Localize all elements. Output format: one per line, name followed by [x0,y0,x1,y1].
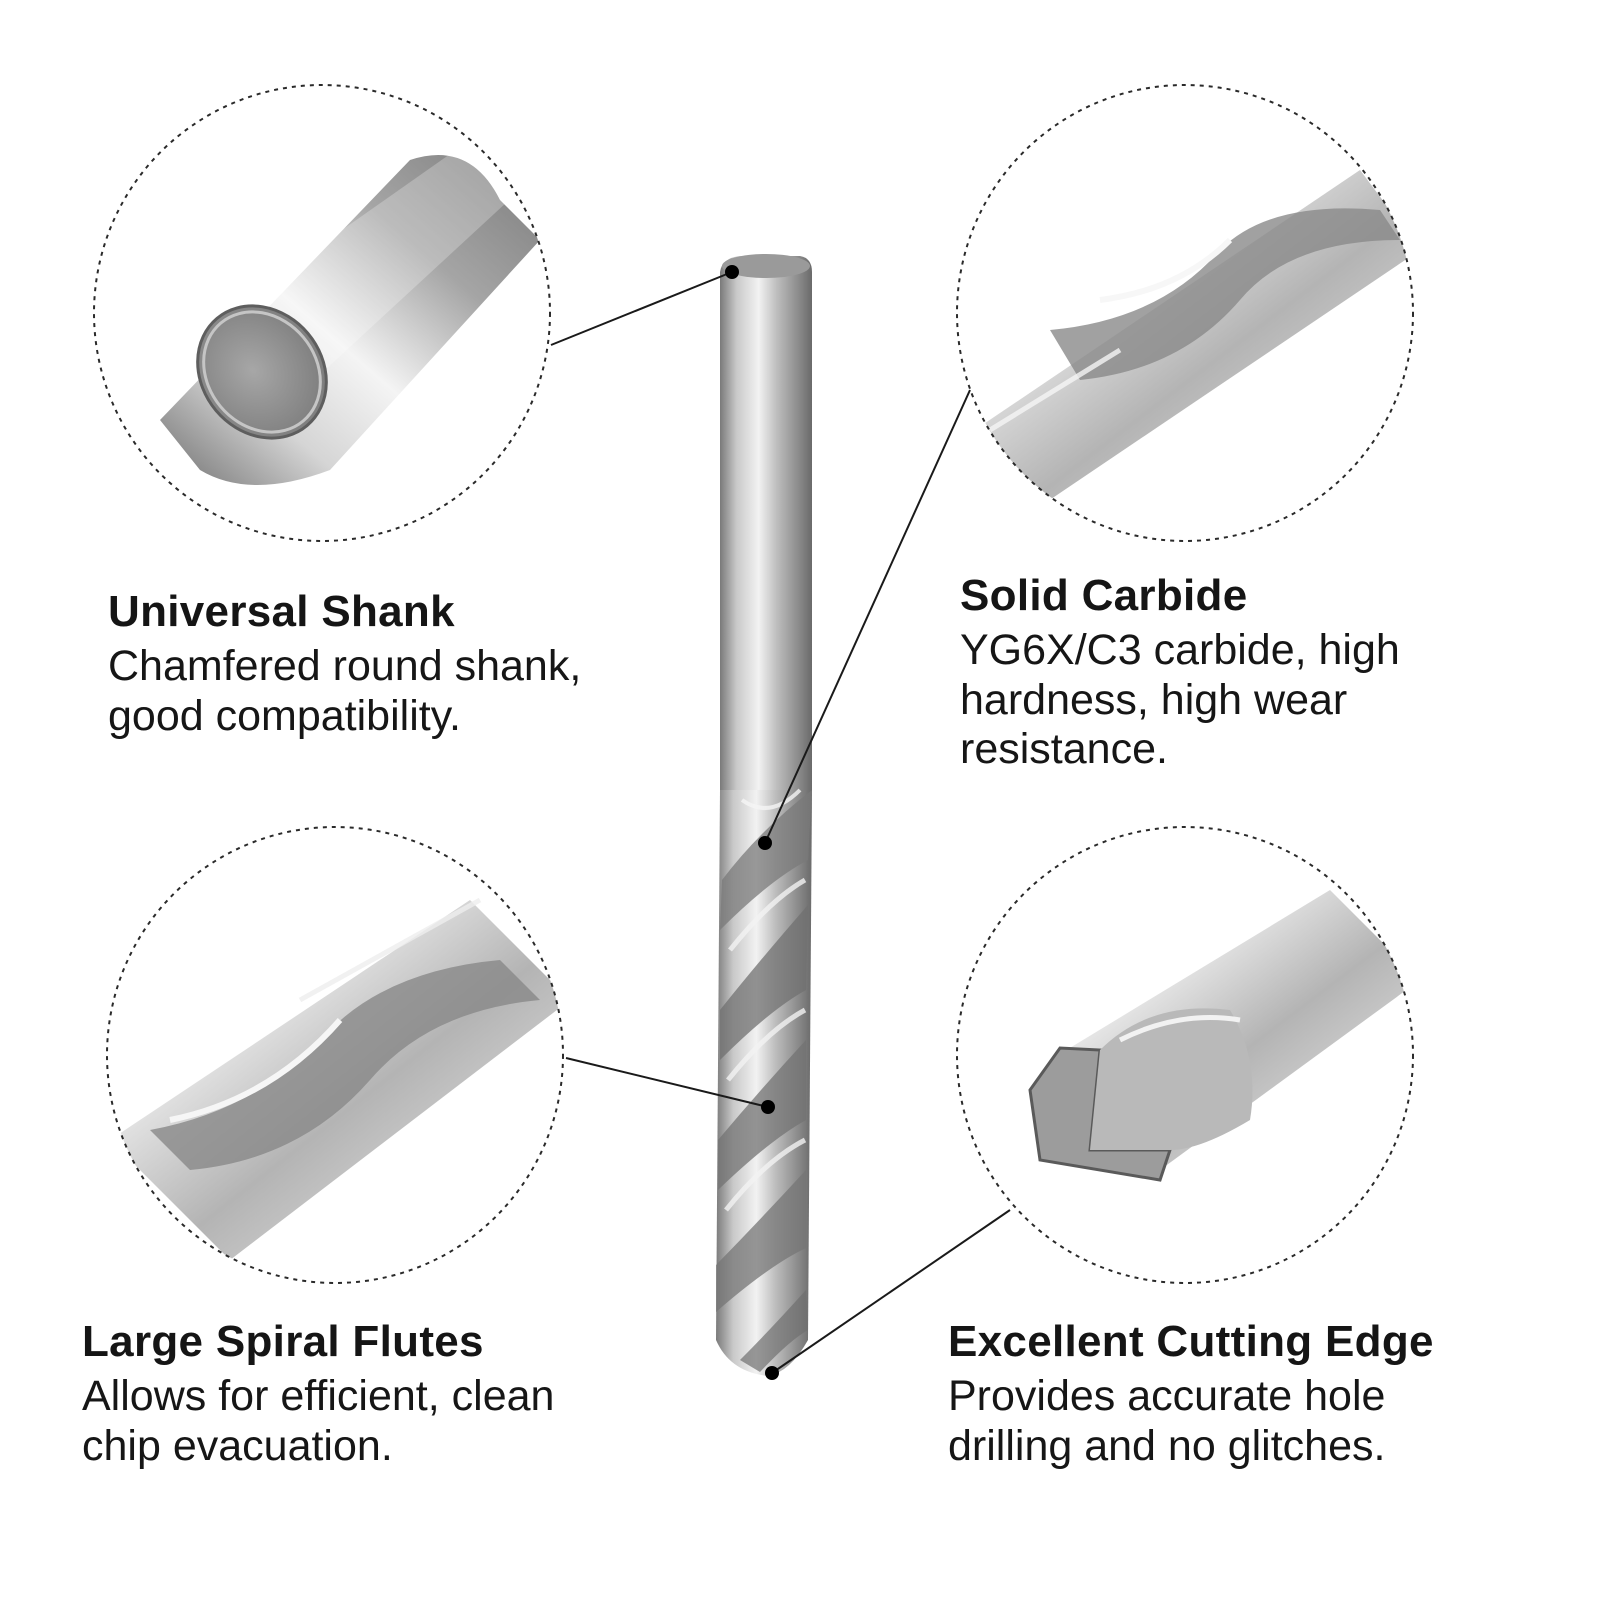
feature-description: Chamfered round shank, good compatibilit… [108,642,582,740]
zoom-carbide [956,84,1414,542]
zoom-edge [956,826,1414,1284]
drill-bit [716,254,812,1376]
feature-large-spiral-flutes: Large Spiral Flutes Allows for efficient… [82,1317,722,1471]
callout-lines [550,271,1011,1374]
feature-description: Allows for efficient, clean chip evacuat… [82,1372,555,1470]
feature-excellent-cutting-edge: Excellent Cutting Edge Provides accurate… [948,1317,1588,1471]
feature-universal-shank: Universal Shank Chamfered round shank, g… [108,587,708,741]
feature-description: Provides accurate hole drilling and no g… [948,1372,1386,1470]
feature-solid-carbide: Solid Carbide YG6X/C3 carbide, high hard… [960,571,1560,775]
callout-dots [725,265,779,1380]
feature-title: Excellent Cutting Edge [948,1317,1434,1366]
feature-title: Large Spiral Flutes [82,1317,484,1366]
feature-title: Universal Shank [108,587,455,636]
zoom-shank [93,84,551,542]
feature-title: Solid Carbide [960,571,1248,620]
zoom-flutes [106,826,564,1284]
feature-description: YG6X/C3 carbide, high hardness, high wea… [960,626,1400,774]
